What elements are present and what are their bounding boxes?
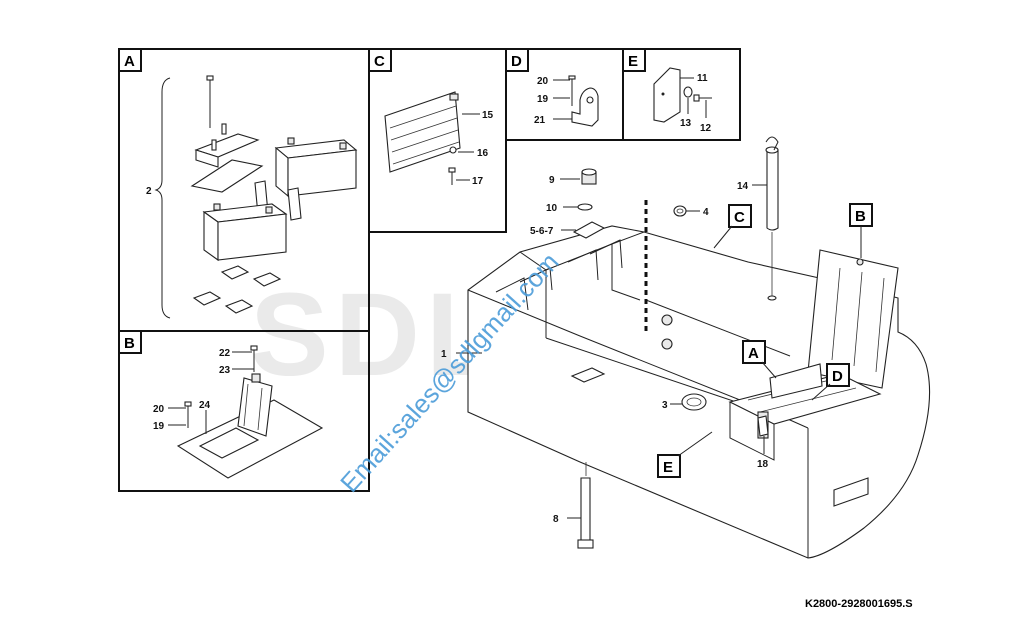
label-19-b: 19 xyxy=(153,421,165,432)
drawing-code: K2800-2928001695.S xyxy=(805,598,913,610)
callout-d: D xyxy=(832,368,843,385)
label-23: 23 xyxy=(219,365,231,376)
label-9: 9 xyxy=(549,175,555,186)
label-15: 15 xyxy=(482,110,494,121)
callout-e: E xyxy=(663,459,673,476)
detail-letter-a: A xyxy=(124,53,135,70)
main-callouts: C B A D E xyxy=(657,203,873,478)
label-1: 1 xyxy=(441,349,447,360)
label-3: 3 xyxy=(662,400,668,411)
detail-a-battery-assembly: 2 xyxy=(146,75,358,319)
label-17: 17 xyxy=(472,176,484,187)
frame-e xyxy=(622,48,741,141)
label-14: 14 xyxy=(737,181,749,192)
label-20-d: 20 xyxy=(537,76,549,87)
label-24: 24 xyxy=(199,400,211,411)
label-5-6-7: 5-6-7 xyxy=(530,226,554,237)
detail-e-plate: 11 13 12 xyxy=(653,67,712,134)
label-22: 22 xyxy=(219,348,231,359)
label-2: 2 xyxy=(146,186,152,197)
detail-letter-e: E xyxy=(628,53,638,70)
label-18: 18 xyxy=(757,459,769,470)
label-20-b: 20 xyxy=(153,404,165,415)
callout-c: C xyxy=(734,209,745,226)
detail-frames: A B C D E xyxy=(118,48,741,492)
main-counterweight xyxy=(467,136,931,559)
main-labels: 1 3 4 5-6-7 8 9 10 14 18 xyxy=(441,175,769,525)
detail-d-bracket: 20 19 21 xyxy=(534,75,599,127)
detail-b-cover-plate: 22 23 20 19 24 xyxy=(153,345,324,479)
label-13: 13 xyxy=(680,118,692,129)
label-16: 16 xyxy=(477,148,489,159)
detail-letter-d: D xyxy=(511,53,522,70)
detail-letter-b: B xyxy=(124,335,135,352)
detail-c-guard: 15 16 17 xyxy=(384,91,494,187)
callout-b: B xyxy=(855,208,866,225)
label-10: 10 xyxy=(546,203,558,214)
label-19-d: 19 xyxy=(537,94,549,105)
label-12: 12 xyxy=(700,123,712,134)
label-4: 4 xyxy=(703,207,709,218)
detail-letter-c: C xyxy=(374,53,385,70)
label-8: 8 xyxy=(553,514,559,525)
label-21: 21 xyxy=(534,115,546,126)
frame-a-b xyxy=(118,48,370,492)
label-11: 11 xyxy=(697,73,708,84)
callout-a: A xyxy=(748,345,759,362)
